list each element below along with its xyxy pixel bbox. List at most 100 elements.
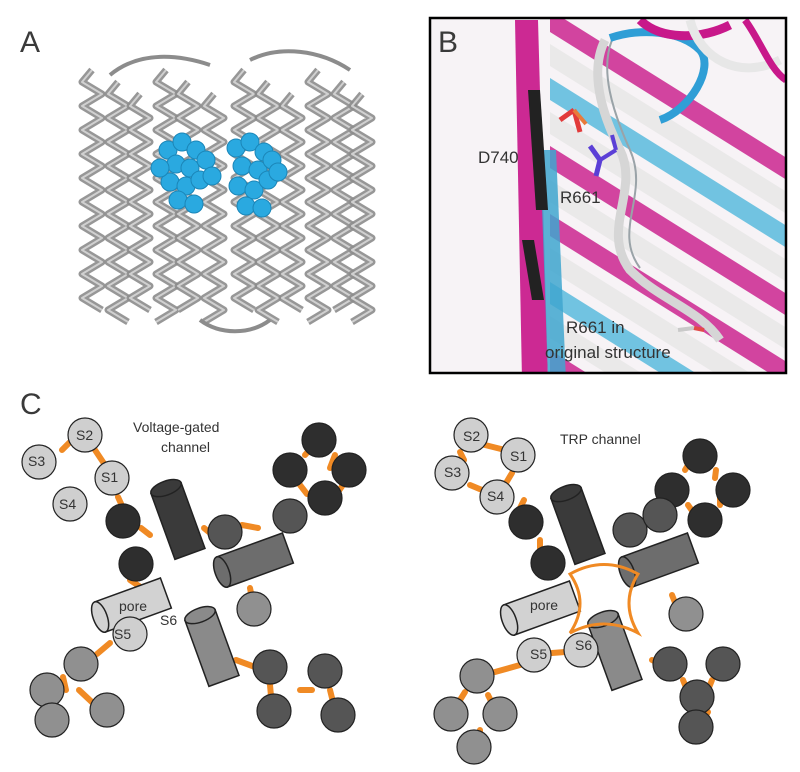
- residue-sphere: [232, 156, 252, 176]
- pore-helix-cylinder: [212, 532, 295, 588]
- pore-helix-cylinder: [150, 478, 206, 561]
- helix-ribbon-highlight: [307, 69, 329, 323]
- cyan-loop: [608, 28, 709, 124]
- helix-ribbon-highlight: [281, 93, 303, 311]
- domain-circle: [530, 545, 566, 581]
- domain-circle: [236, 591, 272, 627]
- trp-title: TRP channel: [560, 431, 641, 447]
- highlighted-residue-spheres: [150, 132, 288, 218]
- trp-label-s4: S4: [487, 488, 504, 504]
- domain-circle: [642, 497, 678, 533]
- vgc-title-line2: channel: [161, 439, 210, 455]
- domain-circle: [63, 646, 99, 682]
- linker: [457, 449, 467, 463]
- domain-circle: [508, 504, 544, 540]
- linker: [297, 482, 310, 497]
- linker: [92, 447, 108, 468]
- residue-sphere: [268, 162, 288, 182]
- domain-circle: [252, 649, 288, 685]
- linker: [457, 689, 468, 703]
- white-loop-top: [685, 18, 783, 73]
- beta-strand: [550, 18, 786, 180]
- helix-ribbon: [104, 79, 132, 326]
- vgc-title-line1: Voltage-gated: [133, 419, 219, 435]
- label-r661-original-line1: R661 in: [566, 318, 625, 337]
- domain-circle: [652, 646, 688, 682]
- vgc-label-s3: S3: [28, 453, 45, 469]
- panel-c: C Voltage-gated channel S2 S3 S1 S4 S5 S…: [20, 388, 751, 765]
- domain-circle: [479, 479, 515, 515]
- pore-helix-cylinder: [499, 580, 582, 636]
- label-r661-original-line2: original structure: [545, 343, 671, 362]
- domain-circle: [256, 693, 292, 729]
- panel-a: A: [20, 26, 376, 334]
- vgc-segment-labels: S2 S3 S1 S4 S5 S6 pore: [28, 427, 177, 642]
- vgc-label-s1: S1: [101, 469, 118, 485]
- residue-sphere: [202, 166, 222, 186]
- domain-circle: [29, 672, 65, 708]
- helix-ribbon: [78, 67, 106, 314]
- domain-circle: [94, 460, 130, 496]
- domain-circle: [516, 637, 552, 673]
- panel-b-frame: [428, 16, 788, 375]
- helix-ribbon: [126, 91, 154, 314]
- helix-ribbon-highlight: [257, 81, 279, 323]
- domain-circle: [682, 438, 718, 474]
- voltage-gated-channel-diagram: Voltage-gated channel S2 S3 S1 S4 S5 S6 …: [21, 417, 367, 738]
- domain-circle: [89, 692, 125, 728]
- loop-bottom: [198, 318, 272, 334]
- domain-circle: [21, 444, 57, 480]
- linker: [503, 470, 515, 486]
- vgc-label-pore: pore: [119, 598, 147, 614]
- panel-b-letter: B: [438, 26, 458, 59]
- panel-a-letter: A: [20, 26, 40, 59]
- beta-strand: [550, 282, 696, 373]
- domain-circle: [207, 514, 243, 550]
- domain-circle: [118, 546, 154, 582]
- white-loop-edge: [606, 39, 641, 269]
- residue-sphere: [240, 132, 260, 152]
- pore-helix-cylinder: [184, 605, 240, 688]
- domain-circle: [500, 437, 536, 473]
- domain-circle: [434, 455, 470, 491]
- domain-circle: [456, 729, 492, 765]
- trp-label-s3: S3: [444, 464, 461, 480]
- trp-label-s2: S2: [463, 428, 480, 444]
- linker: [60, 674, 69, 693]
- pore-helix-cylinder: [617, 532, 700, 588]
- vgc-label-s6: S6: [160, 612, 177, 628]
- linker: [492, 662, 523, 675]
- domain-circle: [307, 653, 343, 689]
- structure-overlay: D740 R661 R661 in original structure: [430, 18, 786, 373]
- panel-b: D740 R661 R661 in original structure B: [428, 16, 788, 375]
- helix-ribbon-highlight: [203, 93, 225, 323]
- protein-helices: [78, 49, 376, 334]
- domain-circle: [453, 417, 489, 453]
- domain-circle: [67, 417, 103, 453]
- residue-sphere: [228, 176, 248, 196]
- domain-circle: [301, 422, 337, 458]
- trp-label-s6: S6: [575, 637, 592, 653]
- residue-sphere: [252, 198, 272, 218]
- label-r661: R661: [560, 188, 601, 207]
- residue-r661-original-sticks: [677, 326, 705, 332]
- beta-strand: [550, 316, 642, 373]
- loop-top-right: [249, 49, 352, 72]
- helix-ribbon-highlight: [81, 69, 103, 311]
- domain-circle: [687, 502, 723, 538]
- vgc-pore-helices: [90, 478, 295, 688]
- domain-circle: [433, 696, 469, 732]
- dark-strand-edge-upper: [528, 90, 548, 210]
- beta-strand: [550, 180, 786, 350]
- linker: [549, 649, 568, 656]
- linker: [467, 482, 485, 493]
- magenta-loop-right: [742, 18, 786, 83]
- domain-circle: [34, 702, 70, 738]
- pore-helix-cylinder: [550, 483, 606, 566]
- residue-r661-sticks: [587, 134, 618, 177]
- residue-sphere: [196, 150, 216, 170]
- magenta-loop-top: [636, 18, 733, 41]
- domain-circle: [105, 503, 141, 539]
